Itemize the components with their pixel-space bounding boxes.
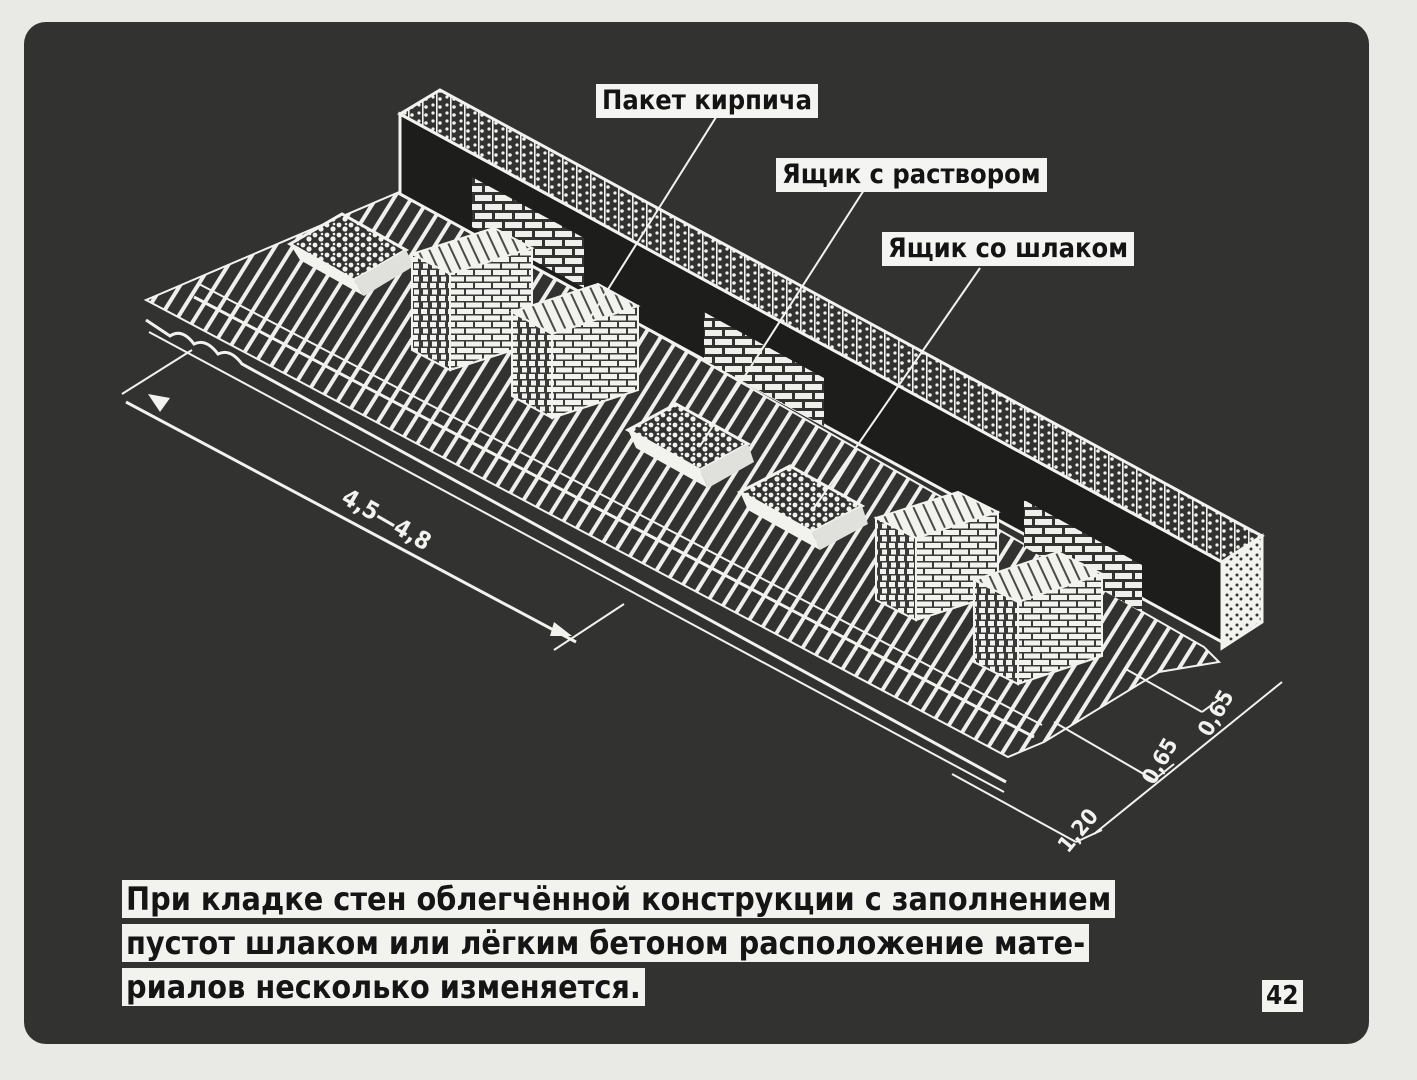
wall-brick-panel: [472, 177, 584, 288]
deck-front-edge: [145, 318, 1007, 784]
caption-line: При кладке стен облегчённой конструкции …: [122, 880, 1116, 918]
dimension-line-work: [1123, 667, 1203, 713]
transport-lane-line: [193, 295, 1035, 739]
dimension-label-work: 0,65: [1194, 686, 1240, 741]
wall-brick-panel: [1024, 500, 1142, 612]
dimension-arrow: [148, 394, 170, 412]
brick-stack: [409, 226, 535, 372]
caption-line: пустот шлаком или лёгким бетоном располо…: [122, 924, 1090, 962]
page-number: 42: [1262, 980, 1303, 1012]
slag-box: [736, 464, 868, 550]
dimension-tick: [1075, 829, 1103, 843]
brick-stack: [509, 282, 641, 420]
mortar-box-left: [286, 212, 414, 296]
leader-line-slag-box: [813, 267, 981, 509]
dimension-line-transport: [951, 773, 1077, 843]
slide: 4,5—4,8 1,20 0,65 0,65 Пакет кирпича Ящи…: [24, 22, 1369, 1044]
dimension-label-width: 4,5—4,8: [337, 483, 436, 556]
wall-brick-panel: [704, 312, 824, 426]
mortar-box: [624, 402, 754, 488]
caption-line: риалов несколько изменяется.: [122, 968, 645, 1006]
dimension-tick: [1153, 763, 1175, 781]
leader-line-mortar-box: [699, 189, 865, 447]
extension-line: [553, 603, 625, 651]
leader-line-brick-pack: [589, 113, 719, 319]
dimension-line-materials: [1053, 721, 1155, 781]
dimension-arrow: [550, 622, 572, 636]
label-brick-pack: Пакет кирпича: [596, 84, 818, 118]
deck-front-edge: [148, 331, 1005, 793]
brick-stack: [873, 490, 1001, 622]
label-mortar-box: Ящик с раствором: [776, 158, 1047, 192]
dimension-tick: [1201, 695, 1225, 713]
caption: При кладке стен облегчённой конструкции …: [122, 880, 1322, 1012]
brick-stack: [971, 550, 1105, 686]
scaffold-diagram: 4,5—4,8 1,20 0,65 0,65: [121, 88, 1283, 858]
extension-line: [121, 349, 193, 395]
brick-wall-end: [1220, 533, 1264, 651]
dimension-label-materials: 0,65: [1138, 734, 1184, 789]
dimension-baseline: [1093, 681, 1283, 835]
transport-lane-line: [198, 283, 1043, 726]
dimension-line-width: [125, 400, 577, 644]
label-slag-box: Ящик со шлаком: [882, 232, 1135, 266]
